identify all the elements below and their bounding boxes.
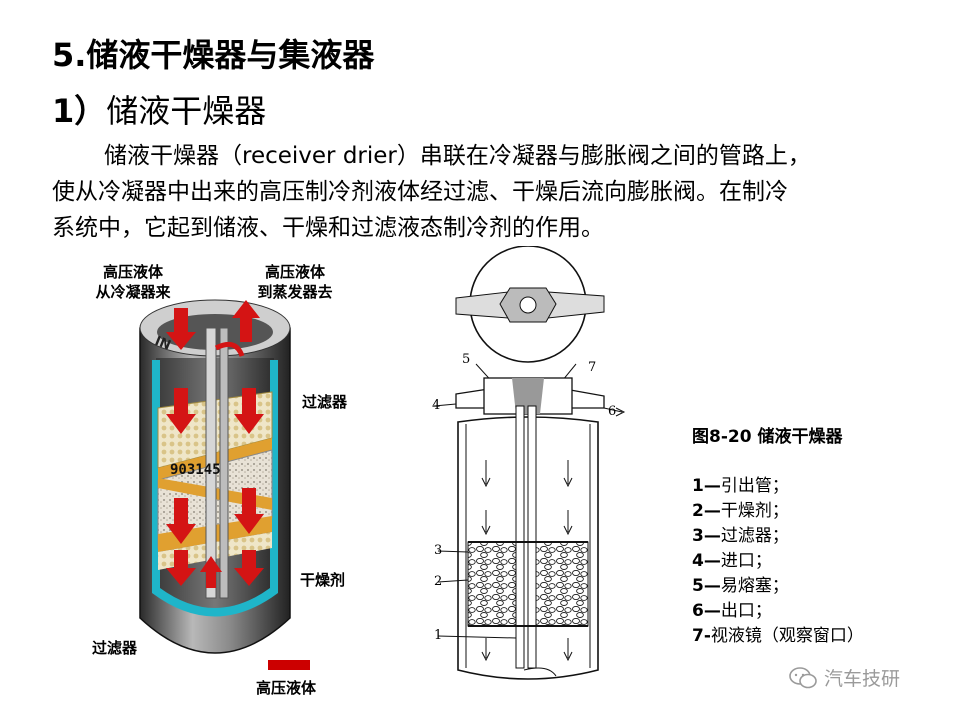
outlet-label-line-2: 到蒸发器去 bbox=[257, 283, 333, 301]
callout-4: 4 bbox=[432, 398, 441, 413]
callout-3: 3 bbox=[434, 543, 443, 558]
description-paragraph: 储液干燥器（receiver drier）串联在冷凝器与膨胀阀之间的管路上， 使… bbox=[52, 138, 932, 246]
inlet-label-line-2: 从冷凝器来 bbox=[95, 283, 171, 301]
paragraph-line-1: 储液干燥器（receiver drier）串联在冷凝器与膨胀阀之间的管路上， bbox=[104, 143, 811, 169]
callout-6: 6 bbox=[608, 404, 617, 419]
wechat-icon bbox=[789, 666, 817, 688]
legend-item: 7-视液镜（观察窗口） bbox=[692, 626, 864, 646]
receiver-drier-cutaway: IN 903145 bbox=[139, 299, 291, 654]
in-mark: IN bbox=[153, 334, 173, 354]
inlet-label-line-1: 高压液体 bbox=[102, 263, 163, 281]
legend-item: 6—出口； bbox=[692, 601, 772, 621]
callout-2: 2 bbox=[434, 574, 443, 589]
outlet-label-line-1: 高压液体 bbox=[264, 263, 325, 281]
section-title: 1）储液干燥器 bbox=[52, 86, 266, 132]
figure-caption: 图8-20 储液干燥器 bbox=[692, 427, 843, 447]
legend-color-swatch bbox=[268, 660, 310, 670]
legend-item: 4—进口； bbox=[692, 551, 772, 571]
legend-item: 3—过滤器； bbox=[692, 526, 789, 546]
desiccant-label: 干燥剂 bbox=[300, 571, 346, 589]
watermark: 汽车技研 bbox=[788, 664, 900, 691]
outlet-label: 高压液体 到蒸发器去 bbox=[240, 262, 350, 302]
callout-1: 1 bbox=[434, 628, 443, 643]
legend-key-label: 高压液体 bbox=[256, 679, 317, 697]
callout-7: 7 bbox=[588, 360, 597, 375]
figure-legend: 1—引出管； 2—干燥剂； 3—过滤器； 4—进口； 5—易熔塞； 6—出口； … bbox=[692, 474, 864, 649]
legend-item: 1—引出管； bbox=[692, 476, 789, 496]
paragraph-line-2: 使从冷凝器中出来的高压制冷剂液体经过滤、干燥后流向膨胀阀。在制冷 bbox=[52, 179, 788, 205]
legend-item: 5—易熔塞； bbox=[692, 576, 789, 596]
legend-item: 2—干燥剂； bbox=[692, 501, 789, 521]
watermark-text: 汽车技研 bbox=[824, 668, 901, 690]
page-title: 5.储液干燥器与集液器 bbox=[52, 36, 375, 74]
receiver-drier-drawing bbox=[433, 246, 626, 680]
inlet-label: 高压液体 从冷凝器来 bbox=[78, 262, 188, 302]
section-number: 1） bbox=[52, 92, 107, 130]
model-number-mark: 903145 bbox=[170, 462, 221, 478]
callout-5: 5 bbox=[462, 352, 471, 367]
filter-top-label: 过滤器 bbox=[302, 393, 348, 411]
paragraph-line-3: 系统中，它起到储液、干燥和过滤液态制冷剂的作用。 bbox=[52, 215, 604, 241]
filter-bottom-label: 过滤器 bbox=[92, 639, 138, 657]
section-title-text: 储液干燥器 bbox=[106, 92, 267, 130]
